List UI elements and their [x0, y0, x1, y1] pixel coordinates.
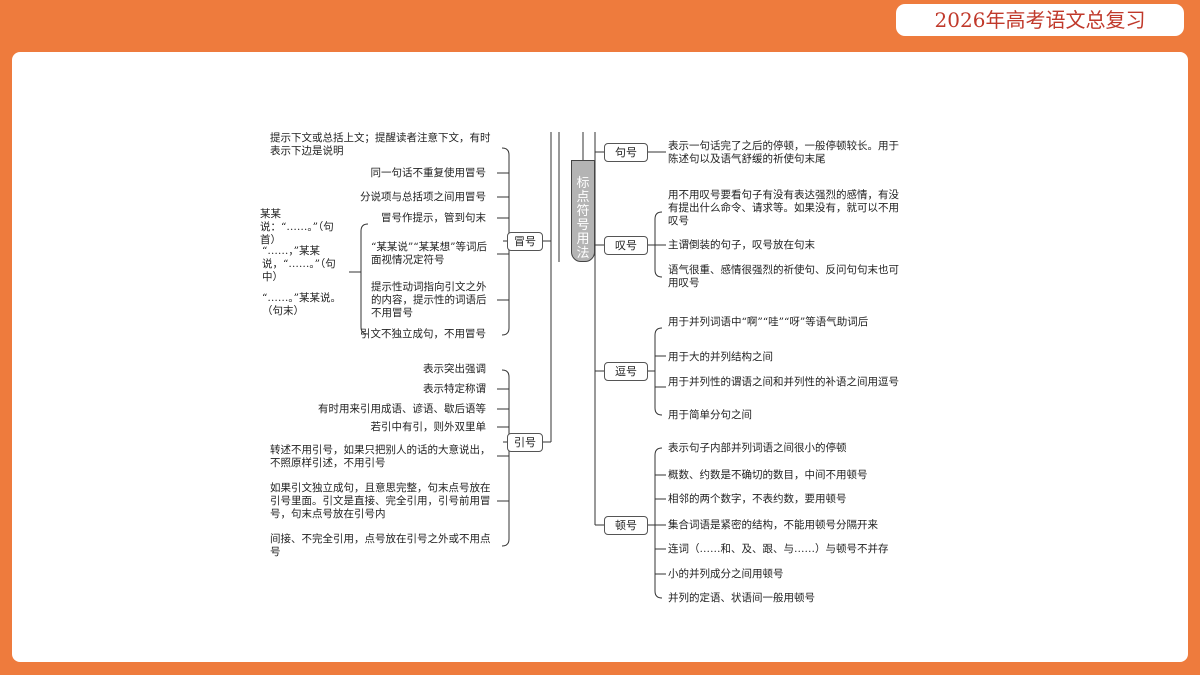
- node-yinhao: 引号: [507, 433, 543, 452]
- douhao-item: 用于大的并列结构之间: [668, 351, 773, 363]
- node-douhao: 逗号: [604, 362, 648, 381]
- yinhao-item: 表示突出强调: [423, 363, 486, 375]
- yinhao-item: 若引中有引，则外双里单: [370, 421, 487, 433]
- dunhao-item: 集合词语是紧密的结构，不能用顿号分隔开来: [668, 519, 878, 531]
- yinhao-item: 转述不用引号，如果只把别人的话的大意说出，不照原样引述，不用引号: [270, 444, 491, 469]
- douhao-item: 用于简单分句之间: [668, 409, 752, 421]
- maohao-example: “……，”某某说，“……。”（句中）: [262, 245, 336, 283]
- tanhao-item: 主谓倒装的句子，叹号放在句末: [668, 239, 815, 251]
- tanhao-item: 用不用叹号要看句子有没有表达强烈的感情，有没有提出什么命令、请求等。如果没有，就…: [668, 189, 899, 227]
- maohao-item: 分说项与总括项之间用冒号: [360, 191, 486, 203]
- root-node: 标点符号用法: [571, 160, 595, 262]
- maohao-item: “某某说”“某某想”等词后面视情况定符号: [371, 241, 487, 266]
- maohao-example: 某某说：“……。”（句首）: [260, 208, 334, 246]
- maohao-item: 提示下文或总括上文；提醒读者注意下文，有时表示下边是说明: [270, 132, 491, 157]
- dunhao-item: 概数、约数是不确切的数目，中间不用顿号: [668, 469, 868, 481]
- node-maohao: 冒号: [507, 232, 543, 251]
- dunhao-item: 连词（……和、及、跟、与……）与顿号不并存: [668, 543, 889, 555]
- dunhao-item: 表示句子内部并列词语之间很小的停顿: [668, 442, 847, 454]
- douhao-item: 用于并列词语中“啊”“哇”“呀”等语气助词后: [668, 316, 869, 328]
- node-tanhao: 叹号: [604, 236, 648, 255]
- yinhao-item: 有时用来引用成语、谚语、歇后语等: [318, 403, 486, 415]
- maohao-item: 冒号作提示，管到句末: [381, 212, 486, 224]
- node-juhao: 句号: [604, 143, 648, 162]
- tanhao-item: 语气很重、感情很强烈的祈使句、反问句句末也可用叹号: [668, 264, 899, 289]
- yinhao-item: 间接、不完全引用，点号放在引号之外或不用点号: [270, 533, 491, 558]
- maohao-item: 同一句话不重复使用冒号: [370, 167, 487, 179]
- maohao-item: 提示性动词指向引文之外的内容，提示性的词语后不用冒号: [371, 281, 487, 319]
- maohao-example: “……。”某某说。（句末）: [262, 292, 341, 317]
- dunhao-item: 相邻的两个数字，不表约数，要用顿号: [668, 493, 847, 505]
- yinhao-item: 如果引文独立成句，且意思完整，句末点号放在引号里面。引文是直接、完全引用，引号前…: [270, 482, 491, 520]
- node-dunhao: 顿号: [604, 516, 648, 535]
- maohao-item: 引文不独立成句，不用冒号: [360, 328, 486, 340]
- dunhao-item: 并列的定语、状语间一般用顿号: [668, 592, 815, 604]
- dunhao-item: 小的并列成分之间用顿号: [668, 568, 784, 580]
- header-title: 2026年高考语文总复习: [896, 4, 1184, 36]
- content-card: 标点符号用法 句号 叹号 逗号 顿号 冒号 引号 表示一句话完了之后的停顿，一般…: [12, 52, 1188, 662]
- juhao-item: 表示一句话完了之后的停顿，一般停顿较长。用于陈述句以及语气舒缓的祈使句末尾: [668, 140, 899, 165]
- yinhao-item: 表示特定称谓: [423, 383, 486, 395]
- douhao-item: 用于并列性的谓语之间和并列性的补语之间用逗号: [668, 376, 899, 388]
- connector-lines: [349, 132, 666, 599]
